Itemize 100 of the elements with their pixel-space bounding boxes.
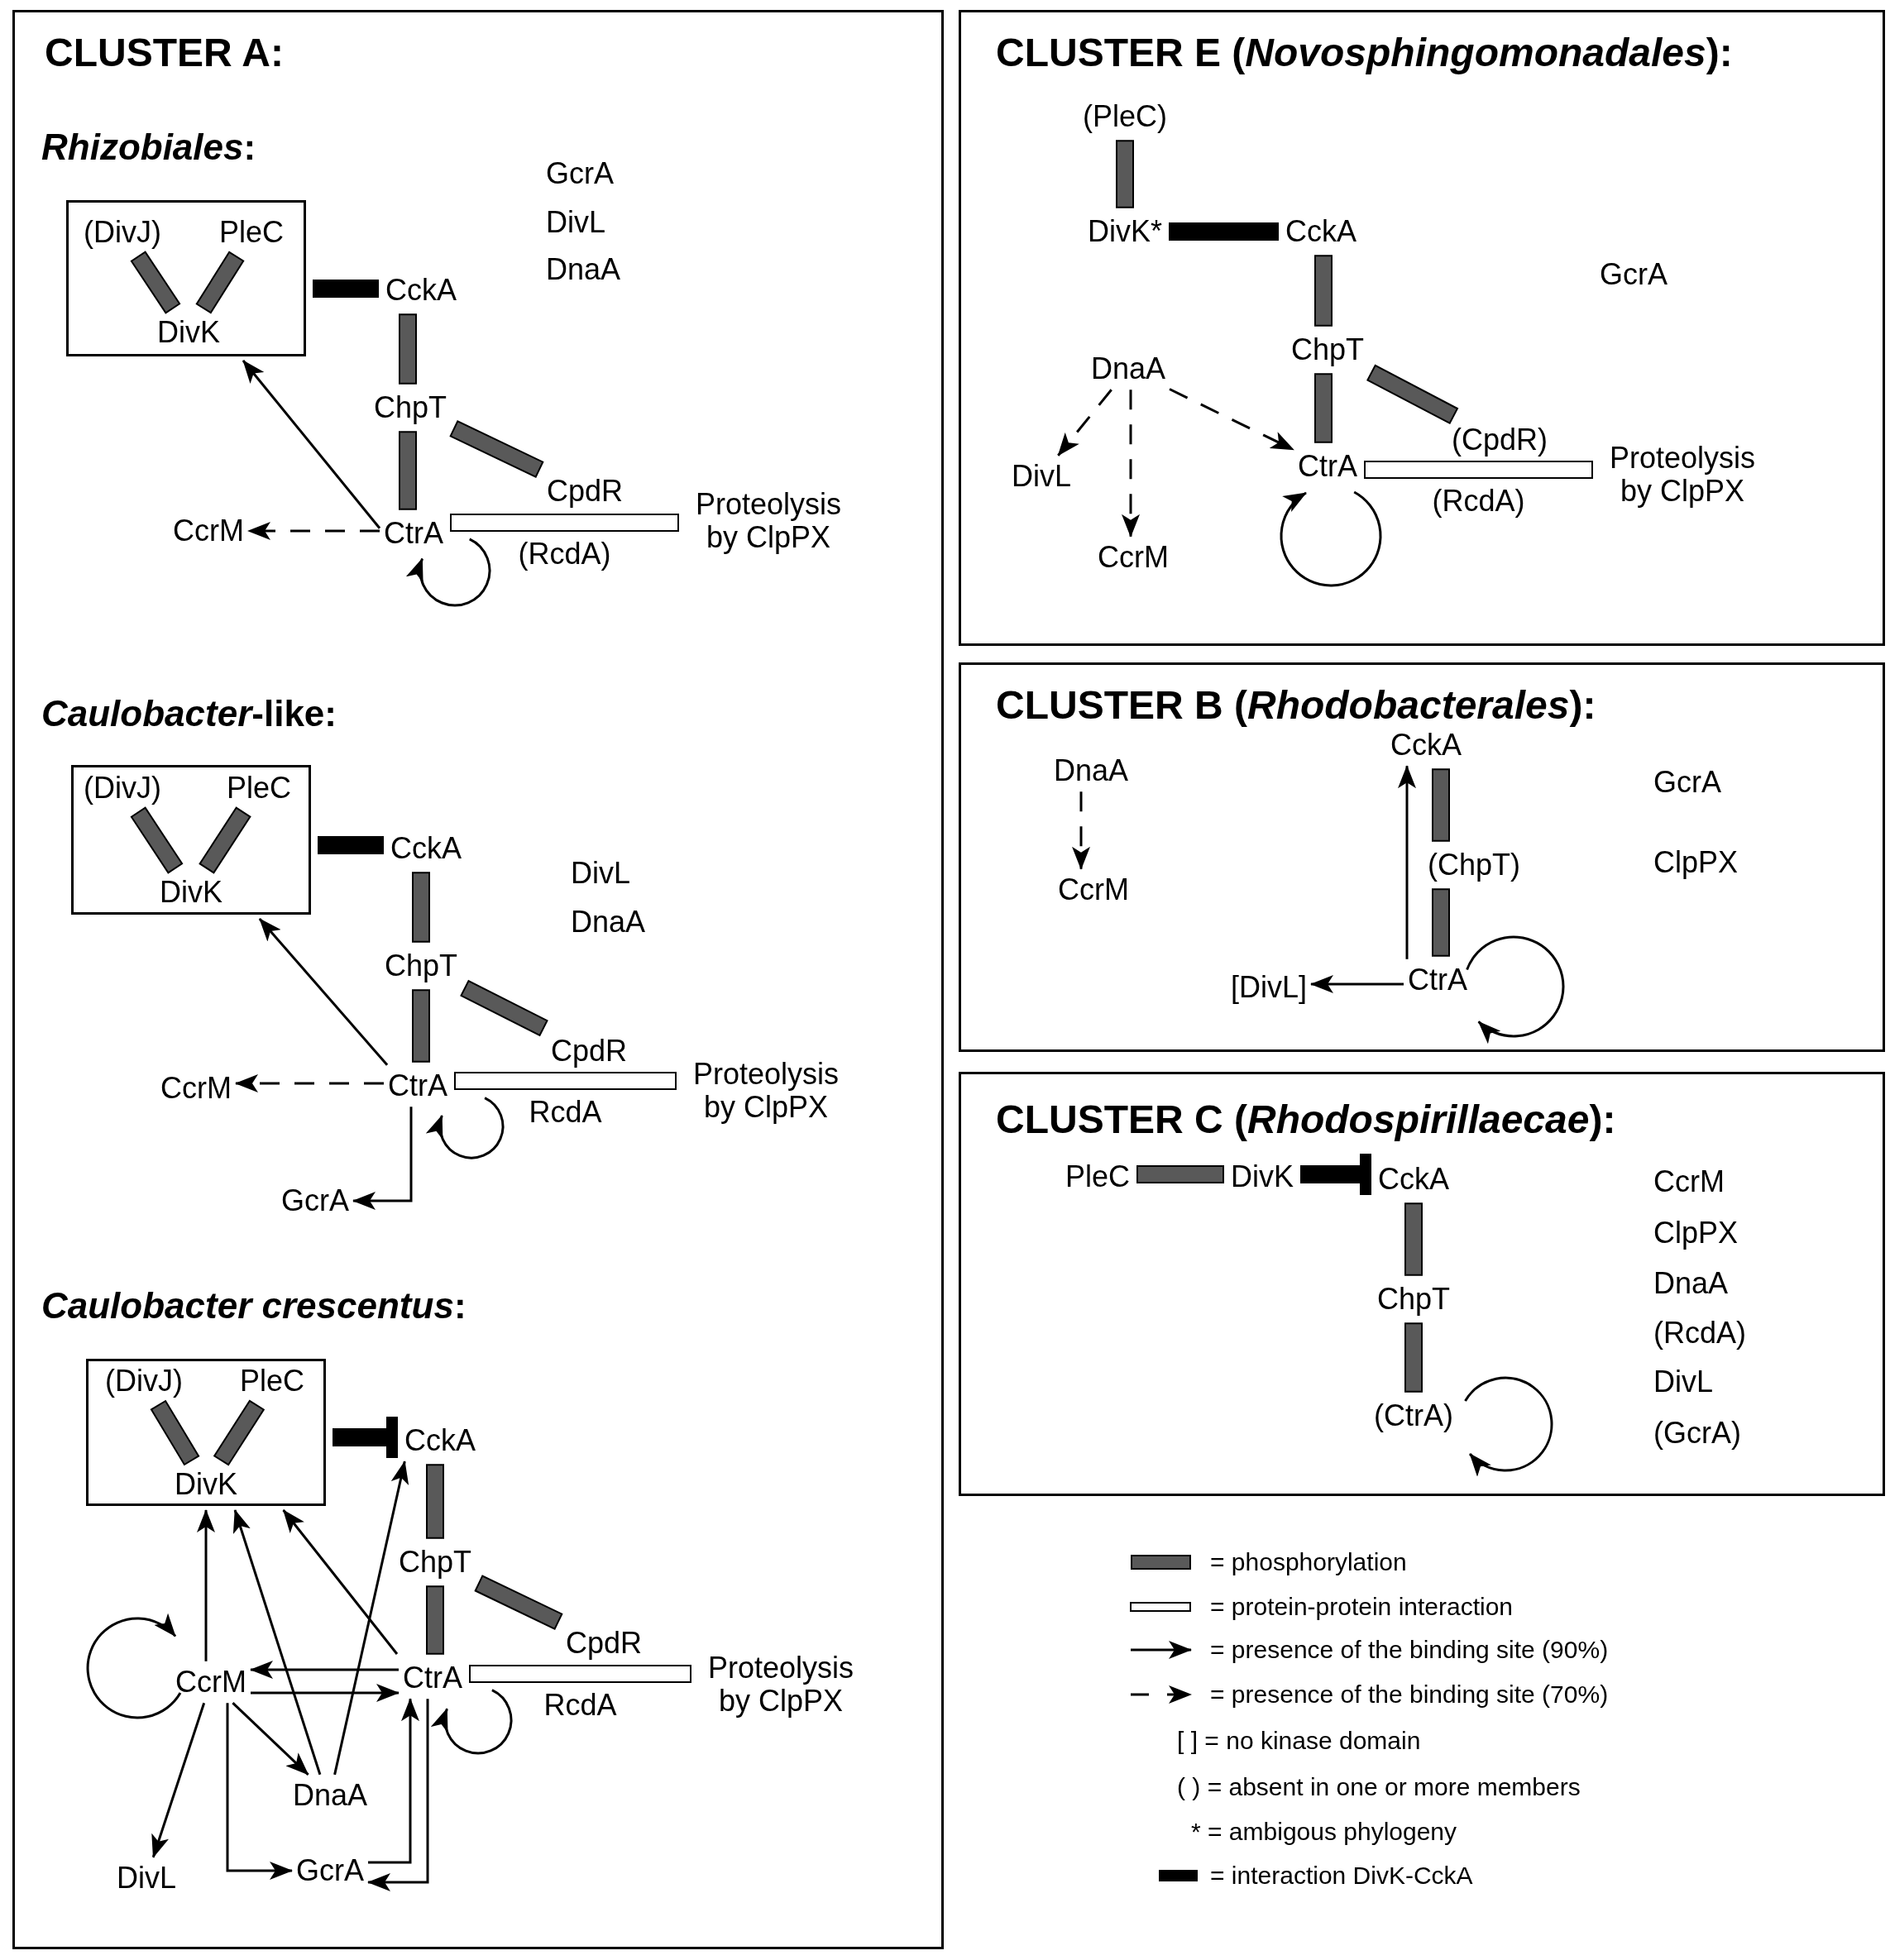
bar-connector <box>1404 1322 1423 1393</box>
arrow <box>151 1702 206 1858</box>
loop-arrow <box>1464 1376 1553 1477</box>
loop-arrow <box>432 1689 513 1755</box>
bar-connector <box>313 280 379 298</box>
bar-connector <box>474 1575 563 1630</box>
protein-name: DivK <box>160 875 222 910</box>
complex-box <box>66 200 306 356</box>
bar-connector <box>454 1072 677 1090</box>
legend-text: = presence of the binding site (70%) <box>1210 1680 1609 1709</box>
protein-name: (CtrA) <box>1374 1398 1453 1433</box>
bar-connector <box>1404 1202 1423 1276</box>
arrow <box>1398 765 1416 959</box>
protein-name: DivL <box>571 856 631 891</box>
protein-name: GcrA <box>281 1183 349 1218</box>
protein-name: PleC <box>219 215 284 250</box>
loop-arrow <box>407 538 491 607</box>
arrow <box>226 1703 293 1880</box>
legend-text: = phosphorylation <box>1210 1548 1407 1576</box>
protein-name: CtrA <box>1408 963 1467 997</box>
arrow <box>232 1509 322 1776</box>
protein-name: CcrM <box>175 1665 246 1699</box>
protein-name: GcrA <box>296 1853 364 1888</box>
protein-name: Proteolysis by ClpPX <box>698 1651 864 1719</box>
protein-name: Proteolysis by ClpPX <box>683 1057 849 1125</box>
complex-box <box>71 765 311 915</box>
bar-connector <box>450 514 679 532</box>
bar-connector <box>1169 222 1279 241</box>
bar-connector <box>469 1665 691 1683</box>
bar-connector <box>1314 373 1333 443</box>
protein-name: GcrA <box>546 156 614 191</box>
loop-arrow <box>86 1613 182 1719</box>
protein-name: CcrM <box>1058 872 1129 907</box>
bar-connector <box>412 872 430 943</box>
protein-name: CckA <box>385 273 457 308</box>
protein-name: CpdR <box>551 1034 627 1068</box>
arrow <box>333 1460 409 1776</box>
arrow <box>352 1107 413 1210</box>
bar-connector <box>318 836 384 854</box>
protein-name: PleC <box>1065 1159 1130 1194</box>
protein-name: PleC <box>240 1364 304 1398</box>
protein-name: DivL <box>1012 459 1071 494</box>
bar-connector <box>1432 888 1450 957</box>
complex-box <box>86 1359 326 1506</box>
protein-name: DivK <box>1231 1159 1294 1194</box>
protein-name: ChpT <box>399 1545 471 1580</box>
loop-arrow <box>427 1097 505 1159</box>
bar-connector <box>1116 140 1134 208</box>
protein-name: DivL <box>546 205 606 240</box>
cluster-panel <box>12 10 944 1949</box>
bar-connector <box>399 313 417 385</box>
protein-name: DnaA <box>571 905 646 939</box>
section-heading: Caulobacter-like: <box>41 693 337 734</box>
bar-connector <box>1432 768 1450 842</box>
bar-connector <box>130 806 184 874</box>
protein-name: (CpdR) <box>1452 423 1548 457</box>
protein-name: DnaA <box>546 252 621 287</box>
protein-name: CckA <box>1390 728 1462 762</box>
protein-name: Proteolysis by ClpPX <box>686 487 851 555</box>
bar-connector <box>213 1399 266 1466</box>
protein-name: CpdR <box>547 474 623 509</box>
bar-connector <box>426 1585 444 1655</box>
cluster-panel <box>959 662 1885 1052</box>
dashed-arrow <box>1057 389 1112 457</box>
arrow <box>242 360 381 529</box>
protein-name: (ChpT) <box>1428 848 1520 882</box>
protein-name: CtrA <box>1298 449 1357 484</box>
bar-connector <box>412 989 430 1063</box>
protein-name: CpdR <box>566 1626 642 1661</box>
protein-name: CtrA <box>403 1661 462 1695</box>
protein-name: DnaA <box>1053 753 1129 788</box>
protein-name: CckA <box>404 1423 476 1458</box>
protein-name: ClpPX <box>1653 1216 1739 1250</box>
protein-name: ChpT <box>374 390 447 425</box>
inhibition-bar <box>333 1417 398 1458</box>
protein-name: CcrM <box>1098 540 1169 575</box>
protein-name: DivK <box>175 1467 237 1502</box>
protein-name: ChpT <box>1377 1282 1450 1317</box>
bar-connector <box>199 806 251 874</box>
panel-title: CLUSTER E (Novosphingomonadales): <box>996 31 1733 75</box>
dashed-arrow <box>1072 791 1090 870</box>
protein-name: (GcrA) <box>1653 1416 1741 1451</box>
protein-name: PleC <box>227 771 291 806</box>
protein-name: DnaA <box>292 1778 368 1813</box>
dashed-arrow <box>1122 390 1140 538</box>
panel-title: CLUSTER A: <box>45 31 284 75</box>
legend-text: = interaction DivK-CckA <box>1210 1862 1473 1890</box>
protein-name: DivK* <box>1088 214 1162 249</box>
panel-title: CLUSTER C (Rhodospirillaecae): <box>996 1097 1616 1142</box>
protein-name: DnaA <box>1090 351 1166 386</box>
legend-text: * = ambigous phylogeny <box>1191 1818 1457 1846</box>
protein-name: CckA <box>1378 1162 1449 1197</box>
bar-connector <box>460 979 548 1037</box>
protein-name: Proteolysis by ClpPX <box>1600 441 1765 509</box>
protein-name: (RcdA) <box>1653 1316 1746 1350</box>
legend-text: = presence of the binding site (90%) <box>1210 1636 1609 1664</box>
arrow <box>258 918 389 1066</box>
protein-name: GcrA <box>1600 257 1668 292</box>
arrow <box>368 1698 419 1864</box>
dashed-arrow <box>247 522 380 540</box>
